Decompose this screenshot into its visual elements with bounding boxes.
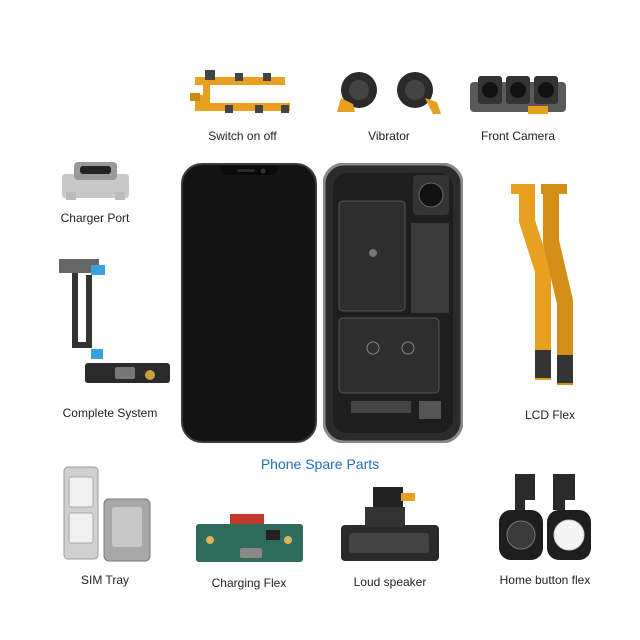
caption-charger-port: Charger Port xyxy=(60,211,130,225)
sim-tray-image xyxy=(63,466,151,562)
vibrator-image xyxy=(337,72,441,114)
caption-home-button-flex: Home button flex xyxy=(499,573,591,587)
complete-system-image xyxy=(59,259,170,383)
center-title: Phone Spare Parts xyxy=(260,456,380,472)
caption-complete-system: Complete System xyxy=(62,406,158,420)
charging-flex-image xyxy=(196,514,303,562)
loud-speaker-image xyxy=(341,487,439,561)
caption-front-camera: Front Camera xyxy=(480,129,556,143)
home-button-flex-image xyxy=(499,474,591,560)
display-front-image xyxy=(181,163,317,443)
caption-sim-tray: SIM Tray xyxy=(80,573,129,587)
caption-loud-speaker: Loud speaker xyxy=(353,575,427,589)
caption-lcd-flex: LCD Flex xyxy=(524,408,575,422)
charger-port-image xyxy=(62,162,129,200)
phone-internals-image xyxy=(323,163,463,443)
caption-switch: Switch on off xyxy=(208,129,277,143)
caption-charging-flex: Charging Flex xyxy=(211,576,287,590)
lcd-flex-image xyxy=(511,184,573,385)
front-camera-image xyxy=(470,76,566,114)
caption-vibrator: Vibrator xyxy=(368,129,410,143)
switch-flex-image xyxy=(190,70,290,113)
